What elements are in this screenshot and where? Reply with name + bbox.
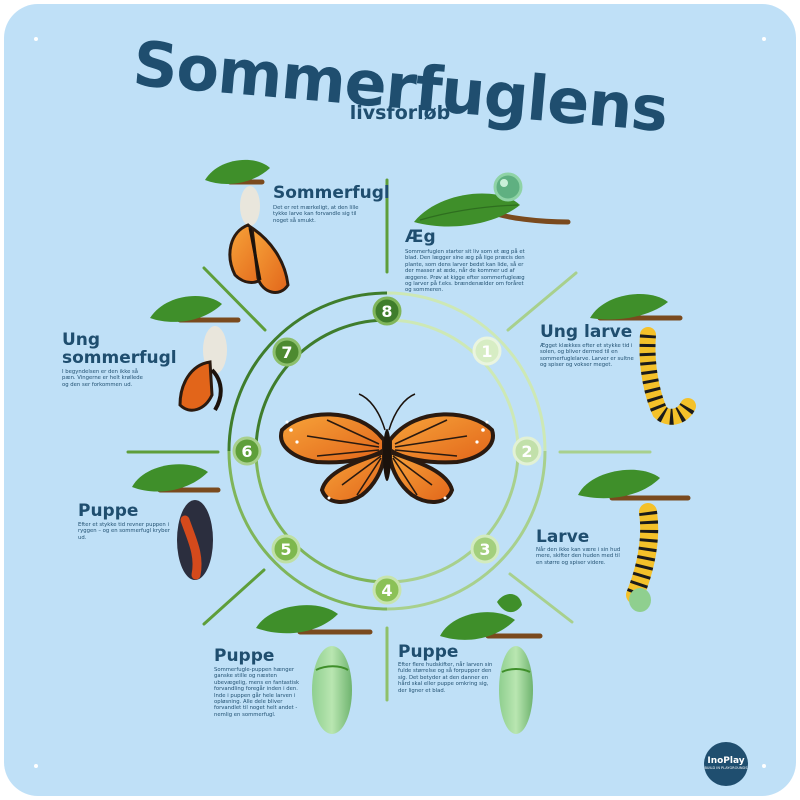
stage-badge-4: 4 [372, 575, 402, 605]
stage-badges: 1 2 3 4 5 6 7 8 [232, 296, 542, 605]
cycle-rings [227, 291, 547, 611]
stage-description-3: Når den ikke kan være i sin hud mere, sk… [536, 547, 621, 566]
logo-name: InoPlay [707, 756, 745, 766]
emerging-butterfly-icon [150, 295, 241, 412]
svg-text:8: 8 [381, 302, 392, 321]
play-panel [4, 4, 796, 796]
adult-butterfly-icon [205, 159, 290, 294]
stage-description-4: Efter flere hudskifter, når larven sin f… [398, 662, 493, 694]
stage-badge-2: 2 [512, 436, 542, 466]
stage-title-1: Æg [405, 227, 436, 247]
stage-description-6: Efter et stykke tid revner puppen i rygg… [78, 522, 170, 541]
screw-hole [762, 764, 766, 768]
ring-arc [227, 291, 388, 452]
svg-text:6: 6 [241, 442, 252, 461]
svg-text:3: 3 [479, 540, 490, 559]
svg-text:5: 5 [280, 540, 291, 559]
svg-text:4: 4 [381, 581, 392, 600]
stage-badge-8: 8 [372, 296, 402, 326]
brand-logo: InoPlay BUILD IN PLAYGROUNDS [704, 742, 748, 786]
stage-title-3: Larve [536, 527, 590, 547]
svg-text:1: 1 [481, 342, 492, 361]
page-subtitle: livsforløb [349, 102, 451, 124]
stage-title-2: Ung larve [540, 322, 633, 342]
stage-title-8: Sommerfugl [273, 183, 390, 203]
stage-badge-6: 6 [232, 436, 262, 466]
divider-line [508, 572, 574, 624]
divider-line [202, 568, 266, 626]
divider-line [506, 271, 578, 332]
dark-chrysalis-icon [132, 464, 221, 580]
stage-description-5: Sommerfugle-puppen hænger ganske stille … [214, 667, 300, 718]
ring-arc [386, 291, 547, 452]
chrysalis-icon [256, 605, 373, 734]
stage-title-4: Puppe [398, 642, 459, 662]
stage-badge-3: 3 [470, 534, 500, 564]
egg-on-leaf-icon [414, 172, 571, 227]
svg-text:7: 7 [281, 343, 292, 362]
caterpillar-icon [578, 469, 691, 612]
ring-arc [227, 450, 388, 611]
logo-tagline: BUILD IN PLAYGROUNDS [704, 766, 748, 770]
stage-description-2: Ægget klækkes efter et stykke tid i sole… [540, 343, 634, 369]
stage-badge-5: 5 [271, 534, 301, 564]
stage-title-5: Puppe [214, 646, 275, 666]
stage-badge-1: 1 [472, 336, 502, 366]
stage-badge-7: 7 [272, 337, 302, 367]
ring-arc [386, 450, 547, 611]
divider-line [202, 266, 267, 332]
monarch-butterfly-icon [279, 393, 495, 504]
stage-description-8: Det er ret mærkeligt, at den lille tykke… [273, 205, 359, 224]
screw-hole [34, 764, 38, 768]
stage-description-1: Sommerfuglen starter sit liv som et æg p… [405, 249, 525, 294]
stage-title-7: Ung sommerfugl [62, 330, 177, 368]
divider-lines [126, 178, 652, 702]
stage-title-6: Puppe [78, 501, 139, 521]
screw-hole [762, 37, 766, 41]
stage-description-7: I begyndelsen er den ikke så pæn. Vinger… [62, 369, 143, 388]
svg-text:2: 2 [521, 442, 532, 461]
young-caterpillar-icon [590, 294, 696, 425]
screw-hole [34, 37, 38, 41]
green-chrysalis-icon [440, 594, 543, 734]
